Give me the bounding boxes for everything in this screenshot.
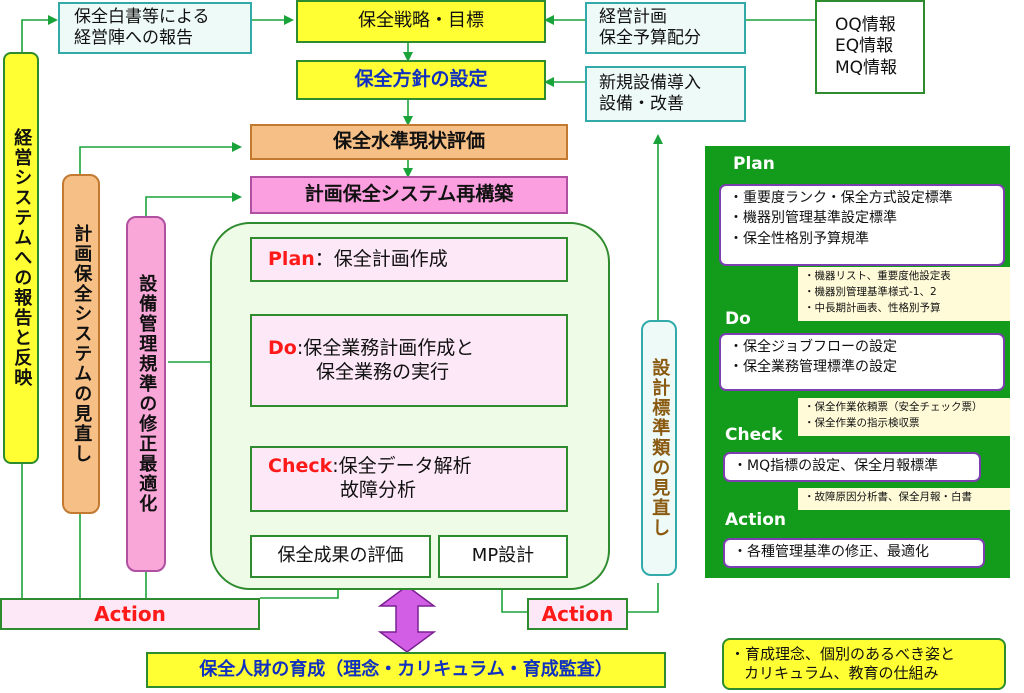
training-label: 保全人財の育成（理念・カリキュラム・育成監査） [199,658,613,680]
training-note-line-2: カリキュラム、教育の仕組み [744,664,939,682]
evaluation-label: 保全水準現状評価 [332,130,485,153]
panel-plan-doc-1: ・機器リスト、重要度他設定表 [804,270,951,282]
plan-text: ：保全計画作成 [314,247,448,270]
panel-do-item-2: ・保全業務管理標準の設定 [729,359,897,376]
panel-plan-item-2: ・機器別管理基準設定標準 [729,210,897,227]
info-box: OQ情報 EQ情報 MQ情報 [815,0,925,94]
panel-check-docs: ・故障原因分析書、保全月報・白書 [798,488,1010,510]
double-arrow [377,585,437,653]
do-key: Do [268,336,297,359]
do-line-1: :保全業務計画作成と [296,336,475,359]
panel-plan-doc-2: ・機器別管理基準様式-1、2 [804,285,937,298]
panel-action-item-1: ・各種管理基準の修正、最適化 [733,544,929,560]
new-equipment-line-2: 設備・改善 [599,94,684,114]
new-equipment-box: 新規設備導入 設備・改善 [585,66,746,122]
standard-revision-box: 設備管理規準の修正最適化 [126,216,166,572]
action-right-box: Action [527,598,628,630]
system-review-label: 計画保全システムの見直し [71,224,93,464]
info-oq: OQ情報 [835,15,896,36]
report-line-1: 保全白書等による [74,6,210,27]
panel-do-docs: ・保全作業依頼票（安全チェック票） ・保全作業の指示検収票 [798,398,1010,436]
info-mq: MQ情報 [835,57,898,78]
design-review-label: 設計標準類の見直し [649,358,671,538]
business-plan-line-2: 保全予算配分 [599,28,701,48]
panel-do-items: ・保全ジョブフローの設定 ・保全業務管理標準の設定 [719,333,1005,391]
report-box: 保全白書等による 経営陣への報告 [58,2,252,54]
panel-do-doc-1: ・保全作業依頼票（安全チェック票） [804,401,983,413]
standard-revision-label: 設備管理規準の修正最適化 [136,274,158,514]
new-equipment-line-1: 新規設備導入 [599,72,701,93]
info-eq: EQ情報 [835,36,894,57]
management-feedback-label: 経営システムへの報告と反映 [11,128,33,388]
mp-design-label: MP設計 [471,545,535,567]
do-line-2: 保全業務の実行 [316,360,450,383]
plan-key: Plan [268,247,315,270]
action-right-label: Action [541,601,614,626]
panel-action-items: ・各種管理基準の修正、最適化 [723,538,985,568]
result-eval-label: 保全成果の評価 [277,545,404,567]
rebuild-box: 計画保全システム再構築 [250,176,568,214]
system-review-box: 計画保全システムの見直し [62,174,100,514]
training-box: 保全人財の育成（理念・カリキュラム・育成監査） [146,652,666,688]
strategy-label: 保全戦略・目標 [358,10,484,32]
policy-label: 保全方針の設定 [354,68,488,91]
panel-check-item-1: ・MQ指標の設定、保全月報標準 [733,458,939,474]
business-plan-box: 経営計画 保全予算配分 [585,2,746,54]
result-eval-box: 保全成果の評価 [250,535,431,578]
design-review-box: 設計標準類の見直し [641,320,677,576]
evaluation-box: 保全水準現状評価 [250,124,568,160]
policy-box: 保全方針の設定 [296,60,546,100]
panel-do-item-1: ・保全ジョブフローの設定 [729,339,897,355]
rebuild-label: 計画保全システム再構築 [304,183,514,206]
panel-plan-docs: ・機器リスト、重要度他設定表 ・機器別管理基準様式-1、2 ・中長期計画表、性格… [798,267,1010,321]
panel-check-doc-1: ・故障原因分析書、保全月報・白書 [804,491,972,503]
strategy-box: 保全戦略・目標 [296,0,546,43]
panel-do-doc-2: ・保全作業の指示検収票 [804,416,920,429]
panel-plan-item-1: ・重要度ランク・保全方式設定標準 [729,190,953,206]
panel-do-title: Do [725,309,751,329]
panel-plan-item-3: ・保全性格別予算規準 [729,230,869,247]
check-line-1: :保全データ解析 [332,455,472,478]
check-key: Check [268,455,333,478]
check-box: Check:保全データ解析 故障分析 [250,446,568,512]
report-line-2: 経営陣への報告 [74,28,193,48]
panel-check-items: ・MQ指標の設定、保全月報標準 [723,452,981,482]
panel-action-title: Action [725,510,786,530]
management-feedback-box: 経営システムへの報告と反映 [3,52,39,464]
do-box: Do:保全業務計画作成と 保全業務の実行 [250,314,568,407]
plan-box: Plan：保全計画作成 [250,237,568,282]
panel-plan-doc-3: ・中長期計画表、性格別予算 [804,301,941,314]
panel-plan-title: Plan [733,154,775,174]
action-left-box: Action [0,598,260,630]
mp-design-box: MP設計 [438,535,568,578]
training-note-line-1: ・育成理念、個別のあるべき姿と [730,645,956,664]
panel-check-title: Check [725,425,783,445]
business-plan-line-1: 経営計画 [599,6,667,27]
standards-panel: Plan ・重要度ランク・保全方式設定標準 ・機器別管理基準設定標準 ・保全性格… [705,146,1010,578]
training-note-box: ・育成理念、個別のあるべき姿と カリキュラム、教育の仕組み [722,638,1006,690]
check-line-2: 故障分析 [340,479,417,501]
action-left-label: Action [94,601,166,626]
panel-plan-items: ・重要度ランク・保全方式設定標準 ・機器別管理基準設定標準 ・保全性格別予算規準 [719,184,1005,266]
